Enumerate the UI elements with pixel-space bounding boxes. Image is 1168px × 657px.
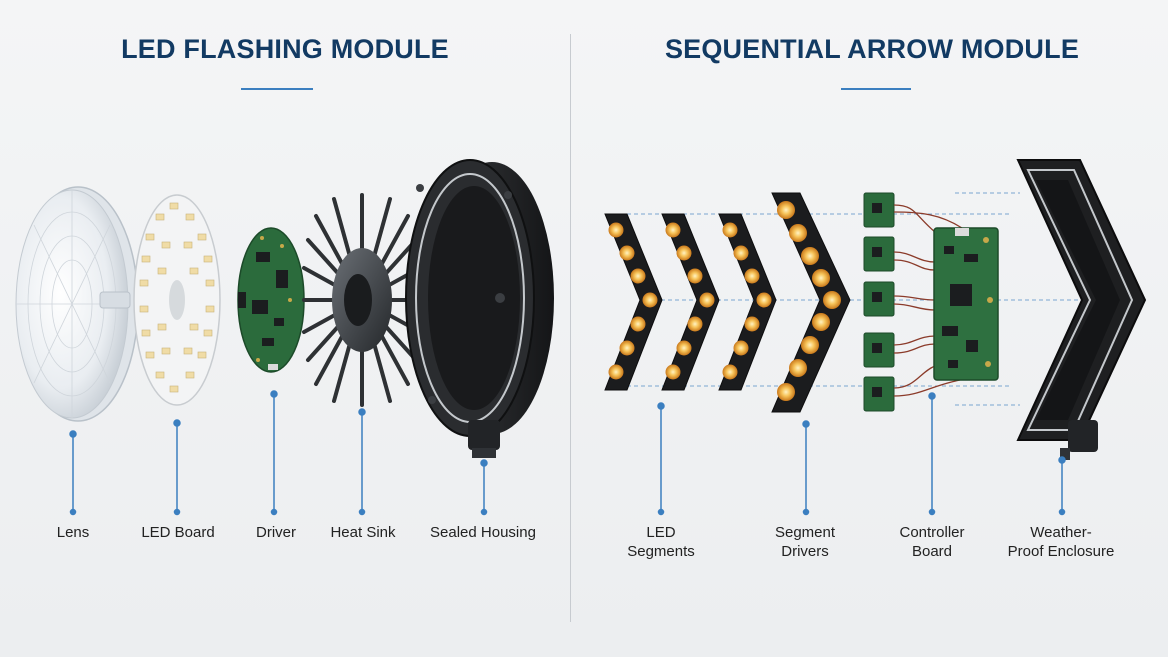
led-segment-3-illustration	[719, 214, 776, 390]
heat-sink-illustration	[304, 195, 420, 405]
controller-board-illustration	[934, 228, 998, 380]
label-segment-drivers-line1: Segment	[775, 523, 835, 542]
led-segment-2-illustration	[662, 214, 719, 390]
label-led-board: LED Board	[141, 523, 214, 542]
left-leader-lines	[70, 391, 487, 515]
label-segment-drivers-line2: Drivers	[775, 542, 835, 561]
sealed-housing-illustration	[406, 160, 554, 458]
led-segment-4-illustration	[772, 193, 850, 412]
label-driver: Driver	[256, 523, 296, 542]
led-board-illustration	[134, 195, 220, 405]
label-led-segments-line1: LED	[627, 523, 695, 542]
label-controller-board: Controller Board	[899, 523, 964, 561]
label-led-segments: LED Segments	[627, 523, 695, 561]
label-lens: Lens	[57, 523, 90, 542]
label-controller-board-line2: Board	[899, 542, 964, 561]
label-heat-sink: Heat Sink	[330, 523, 395, 542]
label-enclosure-line2: Proof Enclosure	[1008, 542, 1115, 561]
led-segment-1-illustration	[605, 214, 662, 390]
weatherproof-enclosure-illustration	[1018, 160, 1145, 460]
lens-illustration	[16, 187, 138, 421]
label-sealed-housing: Sealed Housing	[430, 523, 536, 542]
label-weatherproof-enclosure: Weather- Proof Enclosure	[1008, 523, 1115, 561]
right-leader-lines	[658, 393, 1065, 515]
label-segment-drivers: Segment Drivers	[775, 523, 835, 561]
label-controller-board-line1: Controller	[899, 523, 964, 542]
label-enclosure-line1: Weather-	[1008, 523, 1115, 542]
label-led-segments-line2: Segments	[627, 542, 695, 561]
driver-pcb-illustration	[238, 228, 304, 372]
